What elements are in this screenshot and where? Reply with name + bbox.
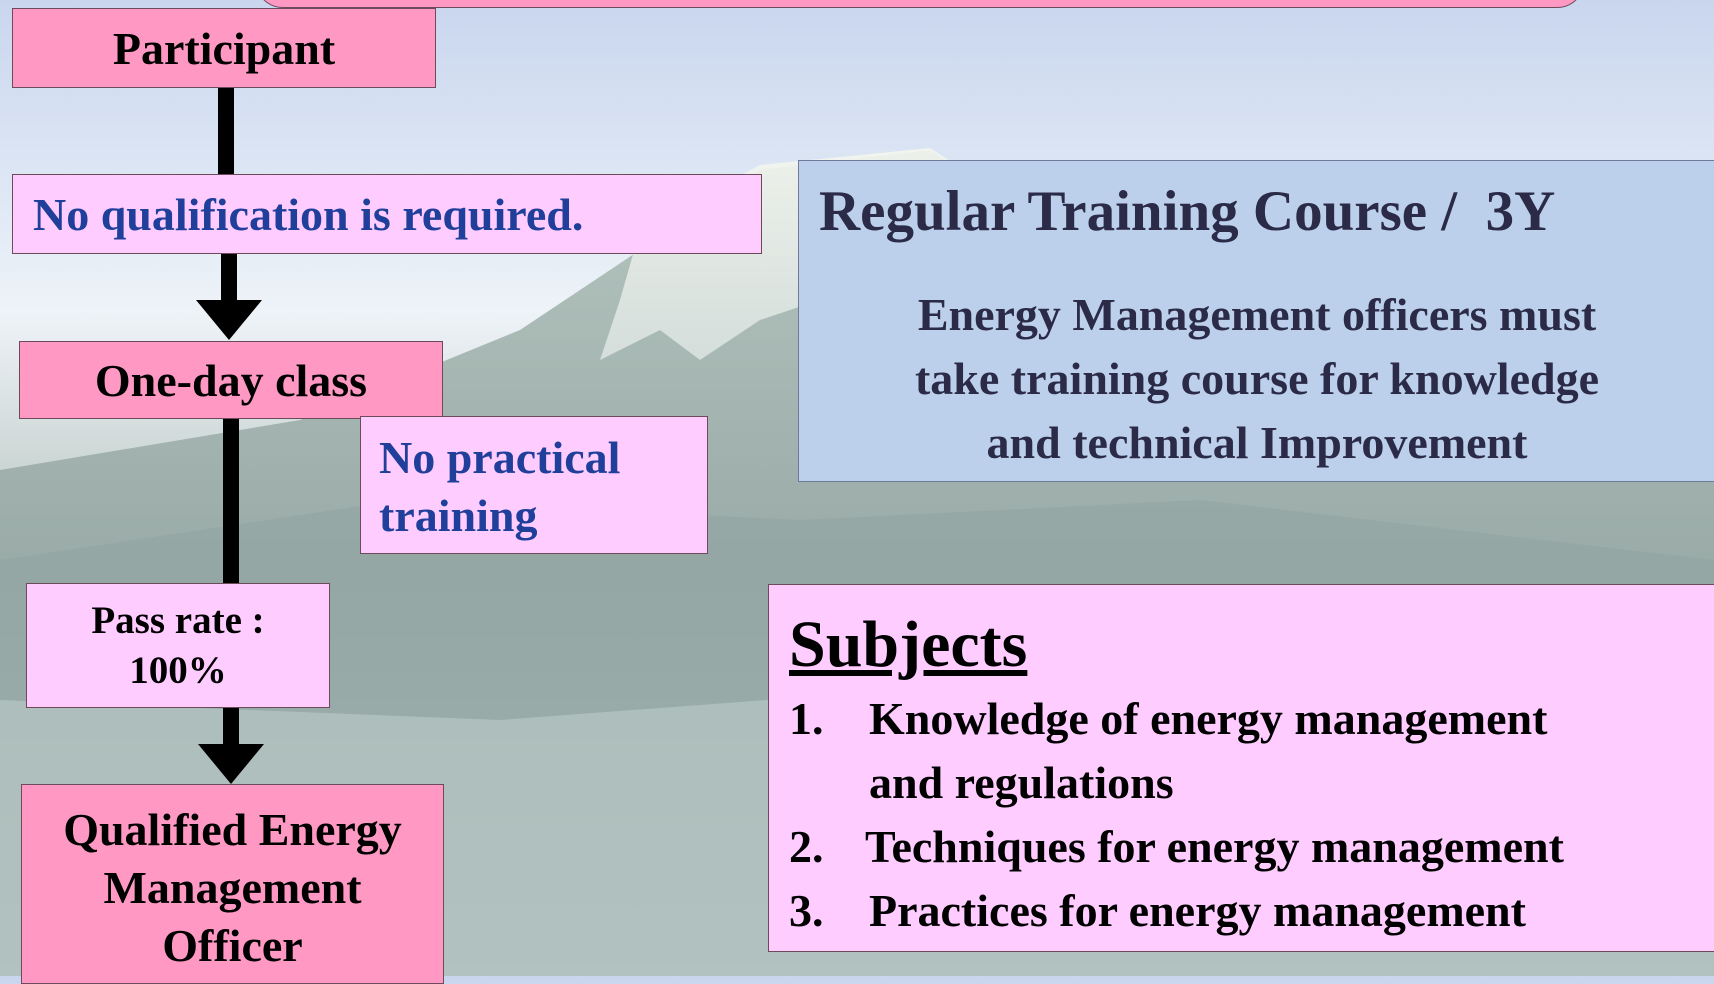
course-description-line1: Energy Management officers must [917,289,1597,340]
subjects-title: Subjects [789,608,1028,681]
subject-item: 2. Techniques for energy management [789,815,1564,879]
course-info-box: Regular Training Course / 3Y Energy Mana… [798,160,1714,482]
qualified-officer-line2: Management [103,862,362,913]
subject-item-continuation: and regulations [869,751,1174,815]
one-day-class-label: One-day class [94,354,368,406]
connector-line [218,86,234,176]
qualification-note-text: No qualification is required. [33,188,584,240]
practical-training-note-box: No practical training [360,416,708,554]
qualification-note-box: No qualification is required. [12,174,762,254]
qualified-officer-box: Qualified Energy Management Officer [21,784,444,984]
practical-training-note-line1: No practical [379,432,621,483]
subject-item: 3. Practices for energy management [789,879,1526,943]
arrow-head-down-icon [198,744,264,784]
subject-text: and regulations [869,757,1174,808]
pass-rate-line1: Pass rate : [91,598,265,642]
subject-number: 1. [789,693,824,744]
qualified-officer-line3: Officer [162,920,303,971]
subjects-box: Subjects 1. Knowledge of energy managemen… [768,584,1714,952]
subject-number: 2. [789,821,824,872]
course-description-line3: and technical Improvement [986,417,1528,468]
subject-text: Practices for energy management [869,885,1526,936]
practical-training-note-line2: training [379,490,538,541]
subject-number: 3. [789,885,824,936]
subject-text: Techniques for energy management [865,821,1564,872]
one-day-class-box: One-day class [19,341,443,419]
connector-line [223,418,239,584]
top-banner-edge [255,0,1585,8]
course-description-line2: take training course for knowledge [914,353,1599,404]
subject-item: 1. Knowledge of energy management [789,687,1547,751]
course-description: Energy Management officers must take tra… [799,283,1714,475]
participant-label: Participant [112,22,336,74]
course-title: Regular Training Course / 3Y [819,180,1556,243]
qualified-officer-line1: Qualified Energy [63,804,402,855]
pass-rate-line2: 100% [129,648,227,692]
arrow-head-down-icon [196,300,262,340]
participant-box: Participant [12,8,436,88]
subject-text: Knowledge of energy management [869,693,1548,744]
pass-rate-box: Pass rate : 100% [26,583,330,708]
connector-line [223,706,239,750]
connector-line [221,252,237,304]
